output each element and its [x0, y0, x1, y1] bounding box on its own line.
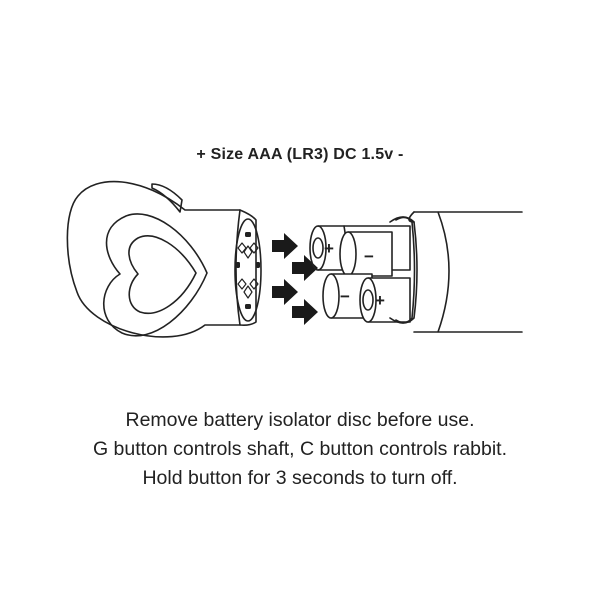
arrow-right-icon [272, 279, 298, 305]
battery-terminal [362, 289, 374, 311]
polarity-plus: + [375, 291, 385, 310]
insertion-arrows [272, 233, 318, 325]
battery-end [322, 273, 340, 319]
arrow-right-icon [292, 299, 318, 325]
instruction-line: Remove battery isolator disc before use. [125, 409, 475, 431]
handle-outline [66, 180, 241, 338]
contact-plate-face [234, 218, 262, 322]
shaft-top-edge [408, 211, 415, 223]
heart-inner-icon [128, 235, 197, 314]
arrow-right-icon [292, 255, 318, 281]
contact-plate [234, 209, 262, 326]
instruction-line: G button controls shaft, C button contro… [92, 438, 508, 460]
shaft-outline [413, 211, 523, 333]
arrow-right-icon [272, 233, 298, 259]
contact-plate-rim [239, 209, 257, 326]
polarity-minus: − [340, 287, 350, 306]
device-handle [66, 180, 241, 338]
contact-terminals [236, 232, 260, 309]
battery-spec-label: + Size AAA (LR3) DC 1.5v - [196, 146, 404, 163]
battery-end [309, 225, 327, 271]
instructions: Remove battery isolator disc before use.… [0, 406, 600, 493]
instruction-line: Hold button for 3 seconds to turn off. [142, 467, 458, 489]
battery-bottom-right [359, 277, 411, 323]
battery-end [339, 231, 357, 277]
polarity-minus: − [364, 247, 374, 266]
device-shaft [389, 211, 523, 333]
heart-outer-icon [102, 213, 208, 337]
battery-terminal [312, 237, 324, 259]
polarity-plus: + [324, 239, 334, 258]
contact-springs [237, 242, 259, 299]
battery-end [359, 277, 377, 323]
side-button [151, 183, 183, 213]
battery-body [367, 277, 411, 323]
shaft-rim-ring-inner [395, 216, 416, 324]
